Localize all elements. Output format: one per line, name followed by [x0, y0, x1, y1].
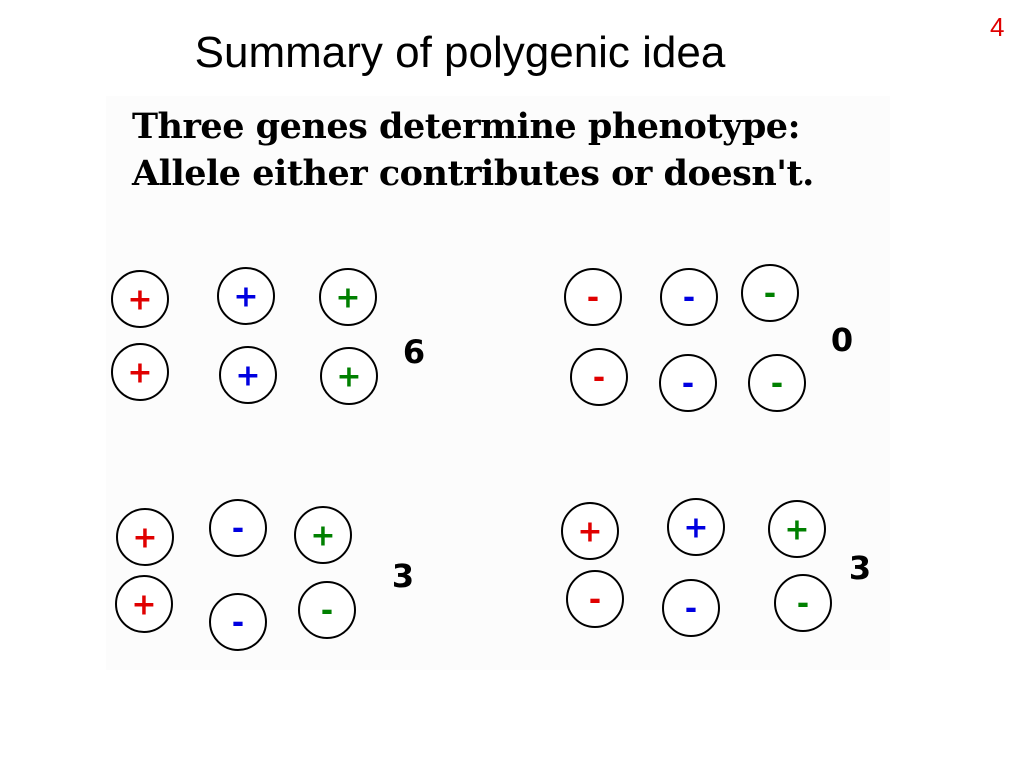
allele-circle	[319, 268, 377, 326]
minus-sign: -	[589, 583, 601, 618]
minus-sign: -	[764, 277, 776, 312]
slide-number: 4	[990, 12, 1005, 42]
allele-circle	[741, 264, 799, 322]
allele-circle	[660, 268, 718, 326]
allele-gene-2: -	[662, 579, 720, 637]
minus-sign: -	[321, 594, 333, 629]
allele-circle	[667, 498, 725, 556]
allele-gene-3: -	[748, 354, 806, 412]
allele-gene-2: -	[660, 268, 718, 326]
allele-gene-1: +	[116, 508, 174, 566]
allele-circle	[768, 500, 826, 558]
caption-line-2: Allele either contributes or doesn't.	[132, 153, 814, 194]
allele-circle	[320, 347, 378, 405]
allele-circle	[659, 354, 717, 412]
plus-sign: +	[131, 588, 156, 623]
plus-sign: +	[127, 356, 152, 391]
minus-sign: -	[685, 592, 697, 627]
allele-circle	[774, 574, 832, 632]
allele-gene-1: +	[111, 343, 169, 401]
genotype-all-contributing: + + + + + +6	[111, 267, 425, 405]
allele-gene-1: +	[111, 270, 169, 328]
plus-sign: +	[235, 359, 260, 394]
slide-title: Summary of polygenic idea	[194, 28, 726, 77]
allele-circle	[219, 346, 277, 404]
allele-gene-2: -	[209, 593, 267, 651]
allele-gene-2: +	[667, 498, 725, 556]
allele-gene-1: -	[566, 570, 624, 628]
allele-gene-2: +	[219, 346, 277, 404]
allele-circle	[111, 343, 169, 401]
plus-sign: +	[784, 513, 809, 548]
minus-sign: -	[683, 281, 695, 316]
allele-circle	[294, 506, 352, 564]
allele-gene-3: +	[319, 268, 377, 326]
allele-gene-2: +	[217, 267, 275, 325]
plus-sign: +	[132, 521, 157, 556]
phenotype-total: 6	[403, 333, 425, 371]
allele-gene-1: -	[564, 268, 622, 326]
allele-circle	[298, 581, 356, 639]
allele-circle	[217, 267, 275, 325]
allele-circle	[570, 348, 628, 406]
phenotype-total: 3	[392, 557, 414, 595]
allele-gene-3: +	[294, 506, 352, 564]
minus-sign: -	[587, 281, 599, 316]
minus-sign: -	[232, 606, 244, 641]
allele-circle	[116, 508, 174, 566]
allele-gene-3: +	[320, 347, 378, 405]
allele-gene-2: -	[209, 499, 267, 557]
genotype-mixed-left: + - + + - - 3	[115, 499, 414, 651]
plus-sign: +	[127, 283, 152, 318]
allele-gene-2: -	[659, 354, 717, 412]
plus-sign: +	[310, 519, 335, 554]
plus-sign: +	[336, 360, 361, 395]
plus-sign: +	[233, 280, 258, 315]
allele-circle	[209, 593, 267, 651]
phenotype-total: 0	[831, 321, 853, 359]
plus-sign: +	[335, 281, 360, 316]
minus-sign: -	[797, 587, 809, 622]
allele-gene-3: -	[774, 574, 832, 632]
plus-sign: +	[683, 511, 708, 546]
genotype-none-contributing: - - - - - - 0	[564, 264, 853, 412]
allele-circle	[209, 499, 267, 557]
allele-gene-1: -	[570, 348, 628, 406]
allele-gene-1: +	[115, 575, 173, 633]
caption-line-1: Three genes determine phenotype:	[132, 106, 801, 147]
allele-circle	[662, 579, 720, 637]
phenotype-total: 3	[849, 549, 871, 587]
genotype-mixed-right: + + + - - - 3	[561, 498, 871, 637]
allele-circle	[115, 575, 173, 633]
plus-sign: +	[577, 515, 602, 550]
allele-circle	[111, 270, 169, 328]
allele-gene-3: +	[768, 500, 826, 558]
allele-circle	[566, 570, 624, 628]
allele-circle	[564, 268, 622, 326]
allele-circle	[748, 354, 806, 412]
allele-gene-3: -	[298, 581, 356, 639]
minus-sign: -	[593, 361, 605, 396]
minus-sign: -	[232, 512, 244, 547]
allele-gene-3: -	[741, 264, 799, 322]
minus-sign: -	[771, 367, 783, 402]
minus-sign: -	[682, 367, 694, 402]
allele-gene-1: +	[561, 502, 619, 560]
allele-circle	[561, 502, 619, 560]
